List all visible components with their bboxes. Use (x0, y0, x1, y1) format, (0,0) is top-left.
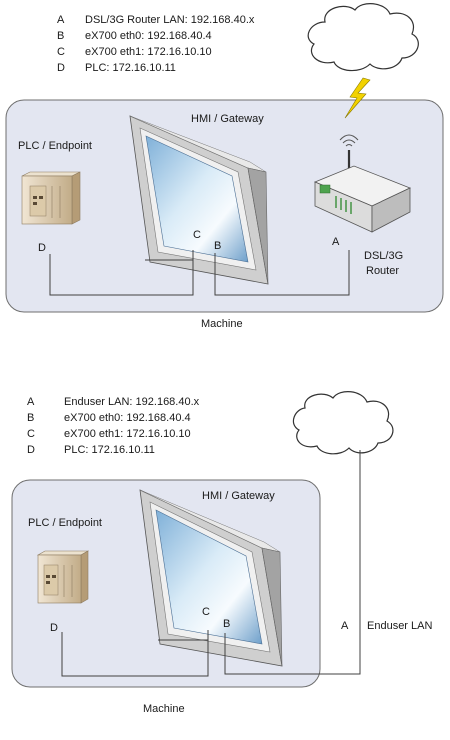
top-diagram (5, 3, 444, 313)
cloud-icon (292, 391, 394, 455)
plc-icon (36, 550, 90, 604)
legend-text: DSL/3G Router LAN: 192.168.40.x (85, 14, 255, 26)
legend-text: eX700 eth1: 172.16.10.10 (85, 46, 212, 58)
legend-key: A (57, 14, 65, 26)
legend-text: eX700 eth0: 192.168.40.4 (85, 30, 212, 42)
legend-text: PLC: 172.16.10.11 (85, 62, 176, 74)
port-b-label: B (223, 618, 231, 630)
port-d-label: D (38, 242, 46, 254)
machine-label: Machine (143, 703, 185, 715)
port-b-label: B (214, 240, 222, 252)
port-a-label: A (341, 620, 349, 632)
hmi-label: HMI / Gateway (202, 490, 275, 502)
router-label-line2: Router (366, 265, 400, 277)
legend-key: C (27, 428, 35, 440)
cloud-icon (307, 3, 419, 72)
port-c-label: C (202, 606, 210, 618)
legend-text: Enduser LAN: 192.168.40.x (64, 396, 200, 408)
port-d-label: D (50, 622, 58, 634)
legend-key: C (57, 46, 65, 58)
legend-row: D PLC: 172.16.10.11 (57, 60, 254, 76)
wiring (61, 450, 361, 677)
hmi-monitor-icon (139, 489, 283, 667)
legend-row: A Enduser LAN: 192.168.40.x (27, 394, 199, 410)
router-label-line1: DSL/3G (364, 250, 404, 262)
legend-row: D PLC: 172.16.10.11 (27, 442, 199, 458)
plc-label: PLC / Endpoint (18, 140, 92, 152)
legend-text: eX700 eth0: 192.168.40.4 (64, 412, 191, 424)
port-c-label: C (193, 229, 201, 241)
bottom-diagram (11, 391, 394, 688)
plc-label: PLC / Endpoint (28, 517, 102, 529)
legend-row: A DSL/3G Router LAN: 192.168.40.x (57, 12, 254, 28)
plc-icon (21, 171, 81, 225)
hmi-monitor-icon (129, 115, 269, 285)
hmi-label: HMI / Gateway (191, 113, 264, 125)
legend-text: PLC: 172.16.10.11 (64, 444, 155, 456)
legend-key: B (57, 30, 65, 42)
legend-key: A (27, 396, 35, 408)
lightning-icon (344, 77, 371, 119)
legend-key: B (27, 412, 35, 424)
wiring (49, 250, 350, 296)
legend-key: D (27, 444, 35, 456)
legend-text: eX700 eth1: 172.16.10.10 (64, 428, 191, 440)
port-a-label: A (332, 236, 340, 248)
legend-key: D (57, 62, 65, 74)
router-icon (313, 134, 412, 233)
enduser-lan-label: Enduser LAN (367, 620, 433, 632)
machine-label: Machine (201, 318, 243, 330)
